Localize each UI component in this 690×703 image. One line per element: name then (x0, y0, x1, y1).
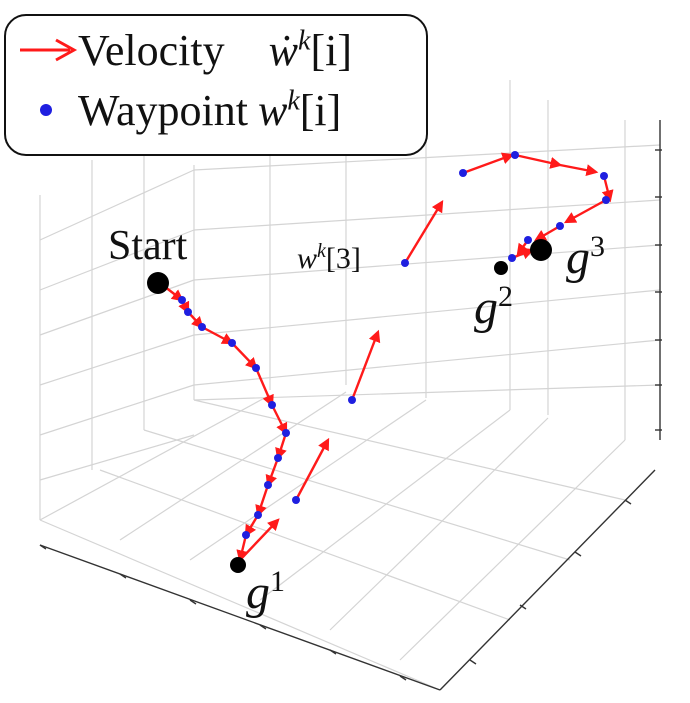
waypoint-dot-icon (16, 90, 78, 130)
goal-2-label: g2 (474, 280, 513, 334)
goal-1-label: g1 (246, 565, 285, 619)
waypoint (198, 323, 206, 331)
waypoint (459, 169, 467, 177)
waypoint (600, 172, 608, 180)
goal-1-marker (230, 557, 246, 573)
axes (39, 120, 662, 691)
legend-velocity-symbol: ẇk[i] (268, 24, 352, 75)
waypoint (292, 496, 300, 504)
waypoint-3-label: wk[3] (297, 240, 361, 275)
velocity-arrow-icon (16, 30, 78, 70)
trajectory-upper (462, 152, 614, 260)
waypoint (602, 196, 610, 204)
waypoint (556, 222, 564, 230)
goal-3-marker (530, 239, 552, 261)
waypoint (268, 401, 276, 409)
waypoint (252, 364, 260, 372)
goal-2-marker (494, 261, 508, 275)
trajectory-main (159, 199, 444, 563)
waypoint (508, 254, 516, 262)
waypoint (282, 429, 290, 437)
waypoint (348, 396, 356, 404)
start-label: Start (108, 223, 188, 269)
waypoint (511, 151, 519, 159)
legend-velocity-row: Velocity ẇk[i] (16, 22, 352, 78)
waypoint (254, 511, 262, 519)
waypoint (264, 481, 272, 489)
legend-waypoint-label: Waypoint (78, 85, 248, 135)
waypoint (178, 296, 186, 304)
waypoint (228, 339, 236, 347)
waypoint (524, 236, 532, 244)
waypoint (401, 259, 409, 267)
legend-waypoint-row: Waypoint wk[i] (16, 82, 341, 138)
waypoint (242, 531, 250, 539)
start-marker (147, 272, 169, 294)
waypoint (184, 308, 192, 316)
goal-3-label: g3 (566, 230, 605, 284)
legend: Velocity ẇk[i] Waypoint wk[i] (4, 14, 428, 156)
waypoints-main (178, 259, 409, 539)
legend-velocity-label: Velocity (78, 25, 225, 75)
legend-waypoint-symbol: wk[i] (257, 84, 342, 135)
waypoints-upper (459, 151, 610, 262)
waypoint (274, 454, 282, 462)
